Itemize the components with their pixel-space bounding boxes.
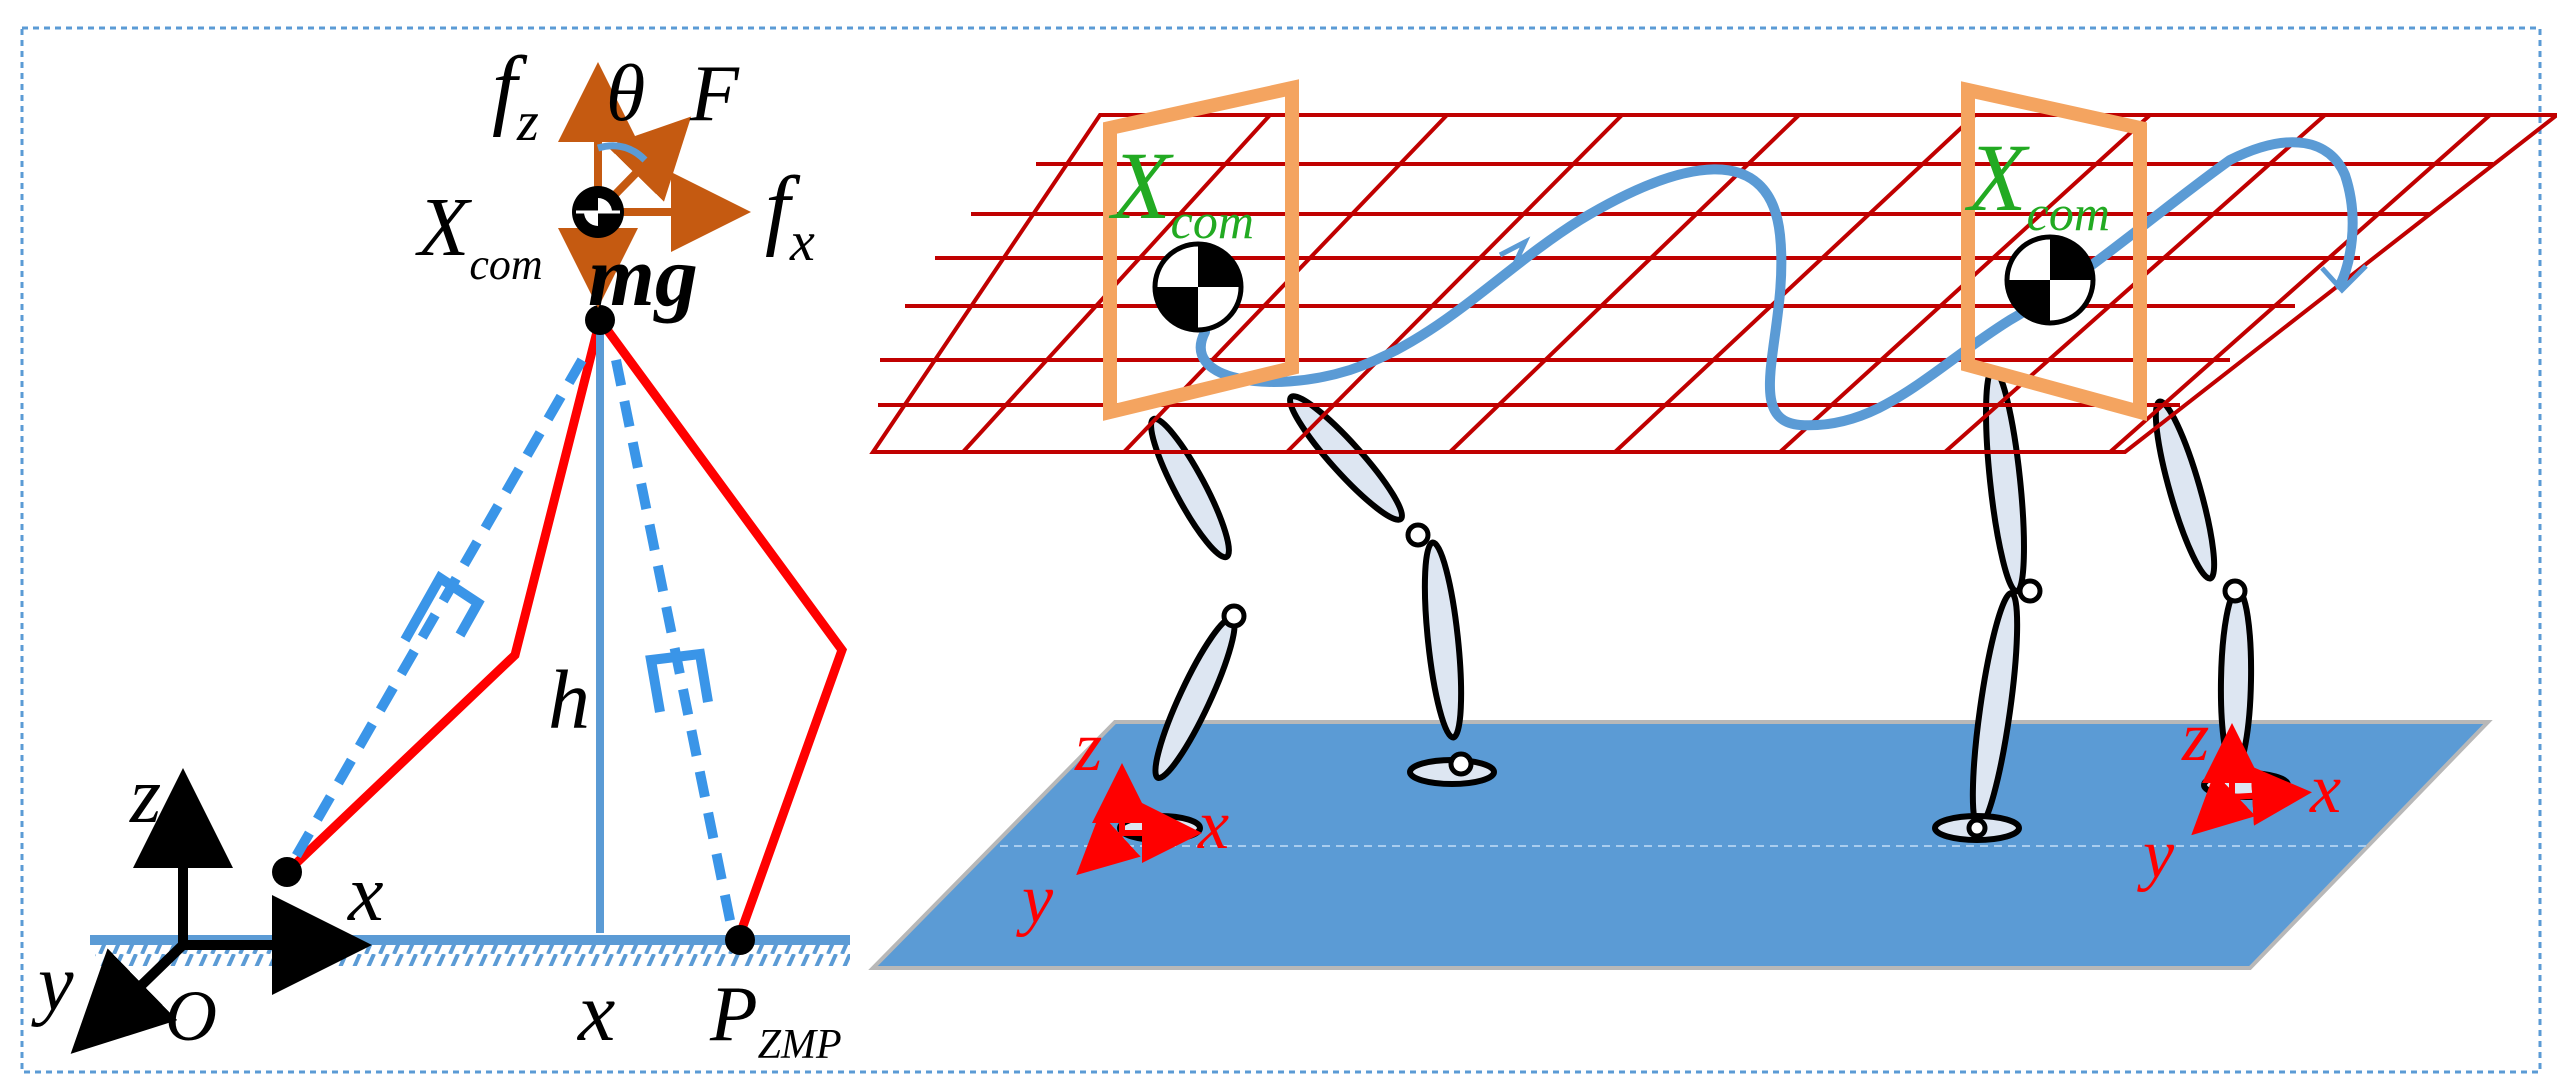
com-label-left: Xcom: [1108, 132, 1254, 249]
left-leg: [283, 318, 605, 876]
foot-left-y-label: y: [1016, 861, 1054, 938]
fz-label: fz: [492, 39, 539, 153]
theta-label: θ: [606, 50, 645, 138]
zmp-point: [725, 925, 755, 955]
world-z-label: z: [129, 752, 161, 840]
com-label-right: Xcom: [1964, 124, 2110, 241]
com-box-left: [1103, 79, 1299, 421]
world-y-axis: [70, 938, 190, 1054]
foot-right-y-label: y: [2137, 816, 2175, 893]
foot-frame-right: z x y: [2137, 699, 2341, 893]
world-x-label: x: [347, 850, 384, 938]
height-label: h: [548, 654, 590, 747]
left-panel: fz θ F fx Xcom mg h z x y O x PZMP: [31, 39, 850, 1068]
foot-right-x-label: x: [2309, 751, 2341, 828]
foot-left-x-label: x: [1197, 787, 1229, 864]
left-virtual-leg: [282, 357, 587, 875]
origin-label: O: [165, 976, 217, 1056]
foot-frame-left: z x y: [1016, 709, 1229, 938]
ground-x-label: x: [576, 966, 615, 1059]
com-symbol-right: [2004, 234, 2096, 326]
com-symbol-left: [1152, 241, 1244, 333]
right-panel: Xcom Xcom z x y z x y: [868, 79, 2557, 970]
theta-arc: [597, 142, 648, 163]
hip-point: [585, 305, 615, 335]
com-box-right: [1961, 81, 2147, 422]
ground-plane: [868, 720, 2493, 970]
com-trajectory: [1195, 137, 2358, 431]
zmp-label: PZMP: [709, 970, 842, 1068]
trajectory-arrowhead-1: [1498, 236, 1531, 272]
figure-border: [20, 26, 2542, 1074]
com-label: Xcom: [415, 181, 543, 289]
fx-label: fx: [765, 159, 815, 273]
com-symbol: [572, 186, 624, 238]
foot-right-z-label: z: [2181, 699, 2209, 776]
foot-left-z-label: z: [1074, 709, 1102, 786]
right-leg: [596, 317, 848, 942]
trajectory-arrowhead-2: [2320, 264, 2368, 294]
right-virtual-leg: [611, 359, 737, 931]
F-label: F: [689, 50, 740, 138]
right-angle-marker-right: [645, 648, 713, 713]
right-angle-marker-left: [400, 570, 485, 643]
mg-label: mg: [588, 228, 698, 324]
left-foot-point: [272, 857, 302, 887]
world-y-label: y: [31, 940, 74, 1028]
